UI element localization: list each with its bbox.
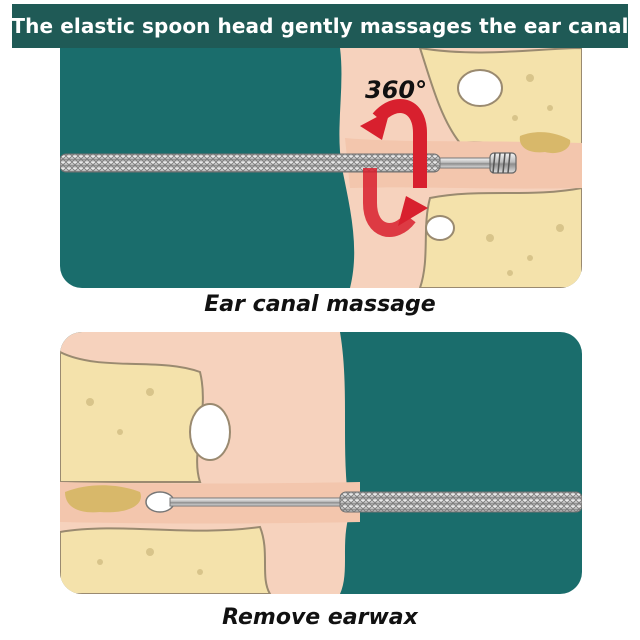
illustration-massage: [60, 48, 582, 288]
panel-remove-earwax: [60, 332, 582, 594]
banner-title: The elastic spoon head gently massages t…: [11, 14, 629, 38]
panel-ear-canal-massage: [60, 48, 582, 288]
illustration-earwax: [60, 332, 582, 594]
header-banner: The elastic spoon head gently massages t…: [11, 4, 629, 48]
rotation-label: 360°: [365, 76, 428, 104]
rotation-arrow-icon: [360, 99, 428, 237]
caption-ear-canal-massage: Ear canal massage: [204, 292, 436, 317]
caption-remove-earwax: Remove earwax: [222, 605, 418, 630]
